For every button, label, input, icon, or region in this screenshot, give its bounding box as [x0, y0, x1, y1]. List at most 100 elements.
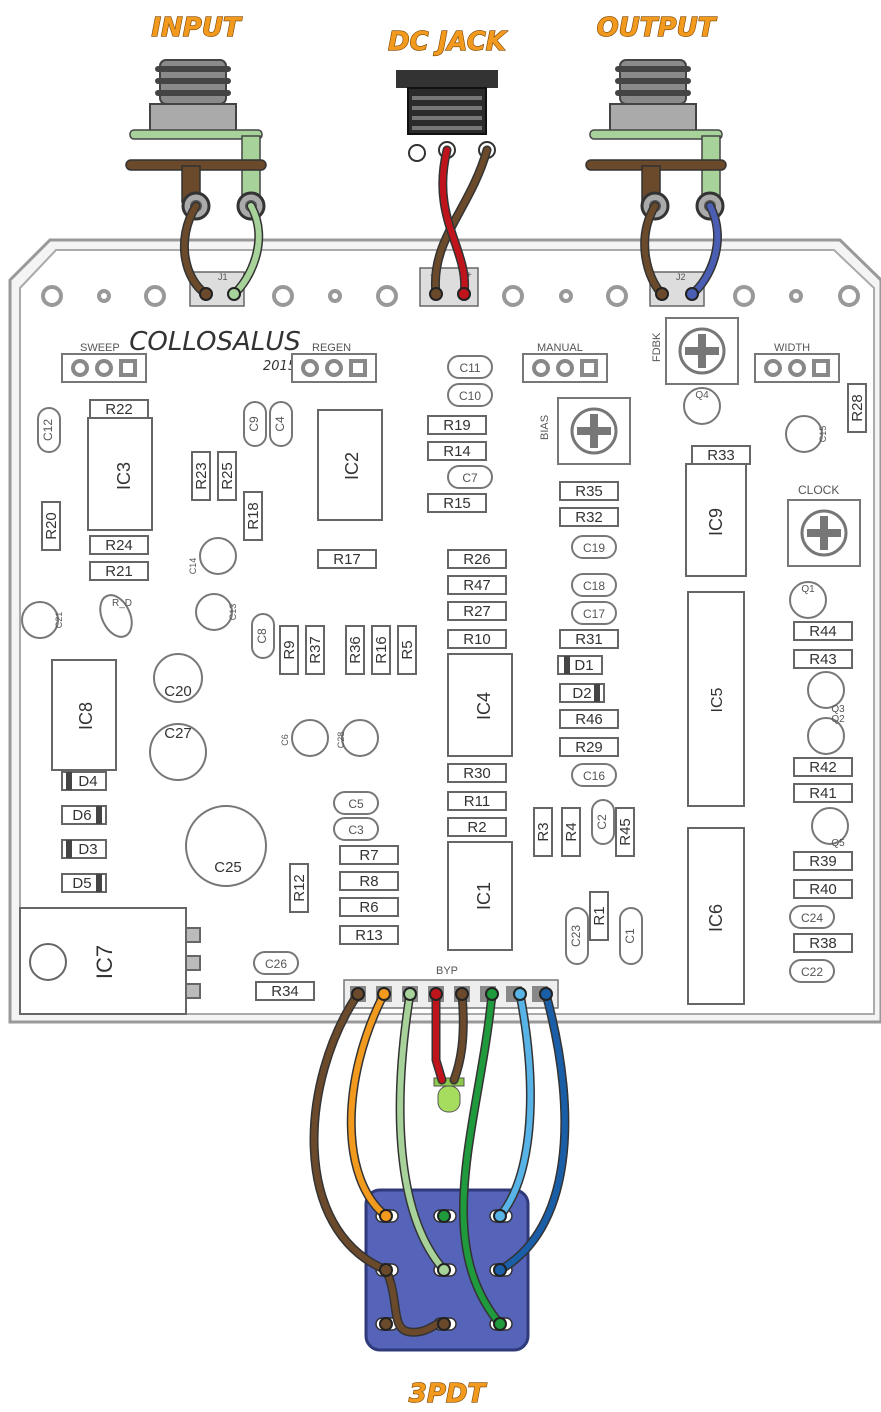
- r43-label: R43: [809, 651, 837, 668]
- r6-label: R6: [359, 899, 378, 916]
- ic9-label: IC9: [706, 508, 726, 536]
- c22-label: C22: [801, 965, 823, 979]
- c10-label: C10: [459, 389, 481, 403]
- r13-label: R13: [355, 927, 383, 944]
- ic2-label: IC2: [342, 452, 362, 480]
- c23-label: C23: [569, 925, 583, 947]
- r11-label: R11: [464, 793, 490, 810]
- c18-label: C18: [583, 579, 605, 593]
- input-jack: [125, 59, 267, 221]
- dc-jack-title: DC JACK: [388, 27, 508, 57]
- fdbk-label: FDBK: [651, 332, 663, 362]
- c26-label: C26: [265, 957, 287, 971]
- ic-labels: IC3 IC2 IC4 IC1 IC9 IC5 IC6 IC8 IC7: [76, 452, 726, 979]
- r46-label: R46: [575, 711, 603, 728]
- ic3-label: IC3: [114, 462, 134, 490]
- regen-label: REGEN: [312, 342, 351, 354]
- dc-plus-label: +: [466, 270, 472, 281]
- r33-label: R33: [707, 447, 735, 464]
- r12-label: R12: [291, 874, 308, 902]
- c27-label: C27: [164, 725, 192, 742]
- c15-label: C15: [818, 426, 828, 443]
- top-mounting-pads: [41, 285, 860, 307]
- capacitors: C11 C10 C7 C19 C18 C17 C16 C5 C3 C26 C24…: [21, 355, 835, 983]
- r23-label: R23: [193, 462, 210, 490]
- dc-jack: [396, 70, 498, 162]
- diodes: D1 D2 D4 D6 D3 D5: [61, 655, 605, 893]
- ic4-label: IC4: [474, 692, 494, 720]
- r32-label: R32: [575, 509, 603, 526]
- d6-label: D6: [72, 807, 91, 824]
- c1-label: C1: [623, 928, 637, 944]
- r18-label: R18: [245, 502, 262, 530]
- c9-label: C9: [247, 416, 261, 432]
- c8-label: C8: [255, 628, 269, 644]
- r39-label: R39: [809, 853, 837, 870]
- manual-label: MANUAL: [537, 342, 583, 354]
- c24-label: C24: [801, 911, 823, 925]
- ic5-label: IC5: [709, 687, 726, 712]
- transistors: Q4 Q1 Q3 Q2 Q5: [683, 387, 849, 849]
- d4-label: D4: [78, 773, 97, 790]
- ic1-label: IC1: [474, 882, 494, 910]
- q4-label: Q4: [695, 390, 709, 401]
- q1-label: Q1: [801, 584, 815, 595]
- r27-label: R27: [463, 603, 491, 620]
- r3-label: R3: [535, 822, 552, 841]
- c16-label: C16: [583, 769, 605, 783]
- r21-label: R21: [105, 563, 133, 580]
- r29-label: R29: [575, 739, 603, 756]
- d3-label: D3: [78, 841, 97, 858]
- d2-label: D2: [572, 685, 591, 702]
- j2-label: J2: [676, 272, 686, 282]
- r30-label: R30: [463, 765, 491, 782]
- d1-label: D1: [574, 657, 593, 674]
- c3-label: C3: [348, 823, 364, 837]
- footswitch-title: 3PDT: [409, 1379, 488, 1409]
- ic8-label: IC8: [76, 702, 96, 730]
- c11-label: C11: [459, 361, 480, 375]
- r1-label: R1: [591, 906, 608, 925]
- r7-label: R7: [359, 847, 378, 864]
- c19-label: C19: [583, 541, 605, 555]
- board-name: COLLOSALUS: [129, 327, 301, 357]
- byp-label: BYP: [436, 965, 458, 977]
- wire-solder-points: [199, 287, 699, 1331]
- sweep-label: SWEEP: [80, 342, 120, 354]
- r8-label: R8: [359, 873, 378, 890]
- r10-label: R10: [463, 631, 491, 648]
- c14-label: C14: [188, 558, 198, 575]
- led: [433, 1077, 465, 1113]
- resistors: R22 R24 R21 R20 R23 R25 R18 R19 R14 R15 …: [41, 383, 867, 1001]
- r5-label: R5: [399, 640, 416, 659]
- r16-label: R16: [373, 636, 390, 664]
- r15-label: R15: [443, 495, 471, 512]
- r31-label: R31: [575, 631, 603, 648]
- board-year: 2015: [263, 359, 296, 374]
- c17-label: C17: [583, 607, 605, 621]
- c5-label: C5: [348, 797, 364, 811]
- input-title: INPUT: [151, 13, 243, 43]
- c7-label: C7: [462, 471, 478, 485]
- ic7-label: IC7: [92, 945, 117, 979]
- r14-label: R14: [443, 443, 471, 460]
- rd-component: R_D: [99, 594, 133, 638]
- r37-label: R37: [307, 636, 324, 664]
- r2-label: R2: [467, 819, 486, 836]
- rd-label: R_D: [112, 598, 132, 609]
- output-jack: [585, 59, 727, 221]
- c4-label: C4: [273, 416, 287, 432]
- bias-label: BIAS: [539, 415, 551, 440]
- r26-label: R26: [463, 551, 491, 568]
- c20-label: C20: [164, 683, 192, 700]
- r40-label: R40: [809, 881, 837, 898]
- c21-label: C21: [54, 612, 64, 629]
- r17-label: R17: [333, 551, 361, 568]
- q2-label: Q2: [831, 714, 845, 725]
- r38-label: R38: [809, 935, 837, 952]
- r25-label: R25: [219, 462, 236, 490]
- output-title: OUTPUT: [597, 13, 718, 43]
- pot-headers: SWEEP REGEN MANUAL WIDTH: [61, 342, 840, 383]
- c12-label: C12: [41, 419, 55, 441]
